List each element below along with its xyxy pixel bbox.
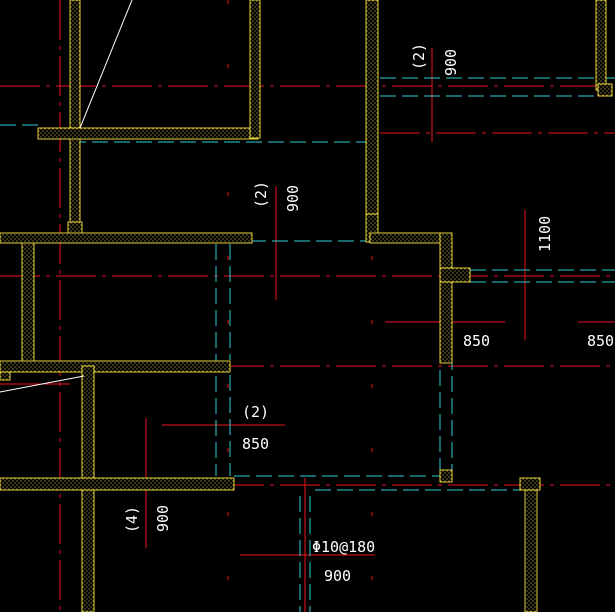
top-right-count-label: (2) bbox=[410, 43, 428, 70]
right-850-label-b: 850 bbox=[587, 332, 614, 350]
dimension-labels: (2) 900 (2) 900 1100 850 850 (2) 850 (4)… bbox=[123, 43, 614, 585]
left-length-label: 900 bbox=[154, 505, 172, 532]
center-length-label: 850 bbox=[242, 435, 269, 453]
mid-length-label: 900 bbox=[284, 185, 302, 212]
center-count-label: (2) bbox=[242, 403, 269, 421]
top-right-length-label: 900 bbox=[442, 49, 460, 76]
rebar-spec-label: Φ10@180 bbox=[312, 538, 375, 556]
diagonal-leader-lines bbox=[0, 0, 133, 393]
right-length-label: 1100 bbox=[536, 216, 554, 252]
rebar-length-label: 900 bbox=[324, 567, 351, 585]
mid-count-label: (2) bbox=[252, 181, 270, 208]
right-850-label-a: 850 bbox=[463, 332, 490, 350]
left-count-label: (4) bbox=[123, 506, 141, 533]
